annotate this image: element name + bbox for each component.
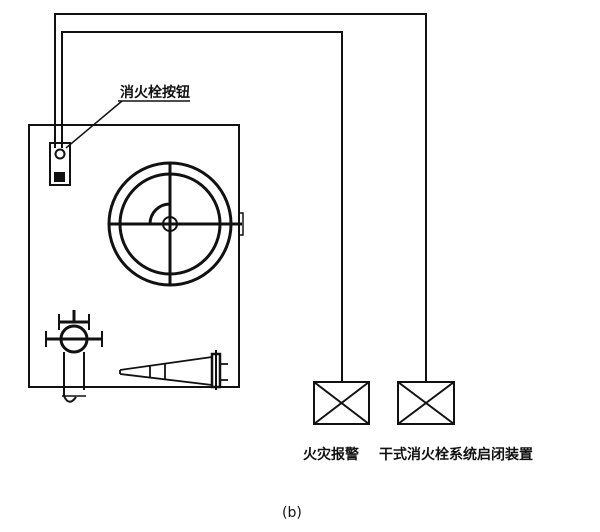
dry-hydrant-device-box xyxy=(397,381,455,425)
wire-to-alarm xyxy=(61,31,343,382)
hydrant-button-label: 消火栓按钮 xyxy=(120,85,190,101)
button-leader-line xyxy=(65,100,123,149)
fire-alarm-label: 火灾报警 xyxy=(303,447,359,463)
hydrant-button-box xyxy=(49,142,71,186)
fire-alarm-box xyxy=(313,381,370,425)
figure-caption: (b) xyxy=(282,505,302,521)
valve-icon xyxy=(45,310,103,403)
hose-reel-icon xyxy=(107,161,244,287)
dry-hydrant-device-label: 干式消火栓系统启闭装置 xyxy=(379,447,533,463)
hydrant-cabinet xyxy=(28,124,240,388)
nozzle-icon xyxy=(119,350,228,390)
wire-to-device xyxy=(54,13,427,382)
